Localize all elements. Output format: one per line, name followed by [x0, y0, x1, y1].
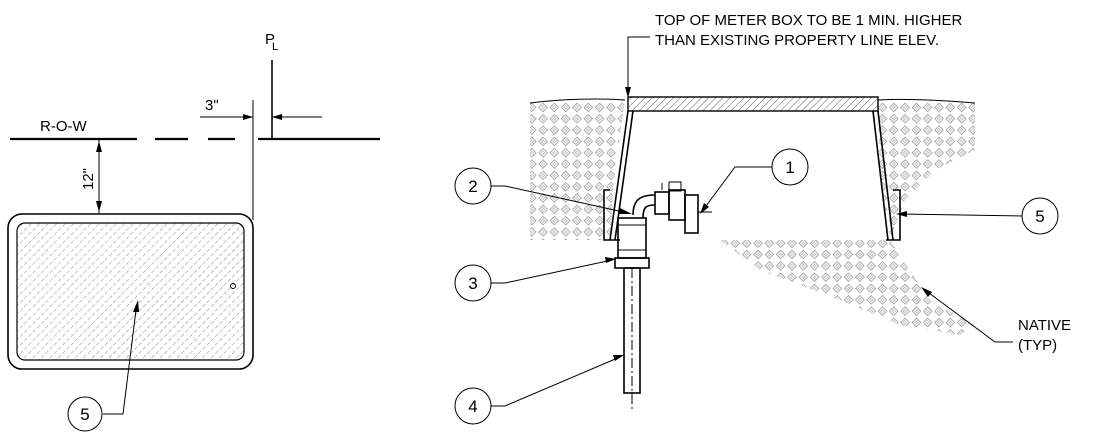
- native-arrow: [921, 287, 932, 297]
- callout-2-arrow: [619, 208, 632, 214]
- ground-line-right: [877, 98, 976, 104]
- top-note-line-2: THAN EXISTING PROPERTY LINE ELEV.: [655, 32, 939, 49]
- callout-3-text: 3: [468, 274, 477, 293]
- pipe-adapter: [617, 217, 647, 259]
- top-note-leader: [627, 36, 650, 95]
- box-wall-left: [609, 110, 629, 241]
- box-flange-left: [603, 189, 620, 241]
- callout-1-leader: [702, 166, 772, 211]
- pl-subscript: L: [272, 41, 278, 53]
- valve-handle: [668, 181, 682, 192]
- callout-1-arrow: [700, 203, 709, 214]
- soil-right: [878, 100, 975, 240]
- callout-5-arrow: [896, 211, 907, 217]
- elbow-outer: [632, 194, 656, 216]
- soil-left: [530, 100, 625, 240]
- meter-box-lid: [16, 222, 245, 361]
- top-note-arrow: [625, 87, 631, 98]
- dim-12-arrow-top: [96, 141, 102, 152]
- callout-4-text: 4: [468, 397, 477, 416]
- lid-reader-hole: [230, 283, 236, 289]
- elbow-inner: [642, 204, 656, 219]
- dim-3-label: 3": [205, 97, 219, 114]
- row-label: R-O-W: [40, 118, 87, 135]
- plan-callout-5-arrow: [133, 300, 139, 312]
- section-view: TOP OF METER BOX TO BE 1 MIN. HIGHER THA…: [454, 12, 1071, 425]
- callout-3-leader: [491, 259, 613, 284]
- callout-2-leader: [491, 185, 629, 214]
- box-wall-right-inner: [872, 110, 889, 241]
- pl-symbol: P: [265, 31, 275, 48]
- plan-callout-5-bubble: [67, 396, 103, 432]
- callout-2-text: 2: [468, 177, 477, 196]
- callout-5-leader: [899, 213, 1023, 217]
- angle-meter-stop: [632, 181, 712, 234]
- dim-12-arrow-bottom: [96, 201, 102, 212]
- soil-native: [720, 240, 975, 335]
- callout-1-text: 1: [785, 158, 794, 177]
- callout-4-leader: [491, 356, 621, 407]
- valve-nut: [668, 189, 686, 221]
- native-typ-label: (TYP): [1018, 337, 1057, 354]
- plan-callout-5-leader: [103, 309, 137, 415]
- meter-box-lid-section: [627, 96, 879, 112]
- pipe-coupling: [614, 257, 650, 269]
- box-wall-right: [877, 110, 894, 241]
- callout-5-text: 5: [1035, 207, 1044, 226]
- native-leader: [924, 289, 1013, 343]
- plan-view: P L R-O-W 3" 12" 5: [7, 31, 380, 432]
- dim-12-label: 12": [80, 168, 97, 190]
- callout-3-arrow: [605, 257, 616, 263]
- dim-3-arrow-right: [272, 114, 282, 120]
- dim-3-arrow-left: [243, 114, 253, 120]
- meter-box-outline: [7, 213, 254, 370]
- ground-line-left: [529, 98, 626, 104]
- plan-callout-5-text: 5: [80, 405, 89, 424]
- meter-flange: [684, 194, 699, 234]
- callout-4-arrow: [613, 355, 624, 361]
- valve-body: [654, 191, 670, 215]
- top-note-line-1: TOP OF METER BOX TO BE 1 MIN. HIGHER: [655, 12, 962, 29]
- native-label: NATIVE: [1018, 317, 1071, 334]
